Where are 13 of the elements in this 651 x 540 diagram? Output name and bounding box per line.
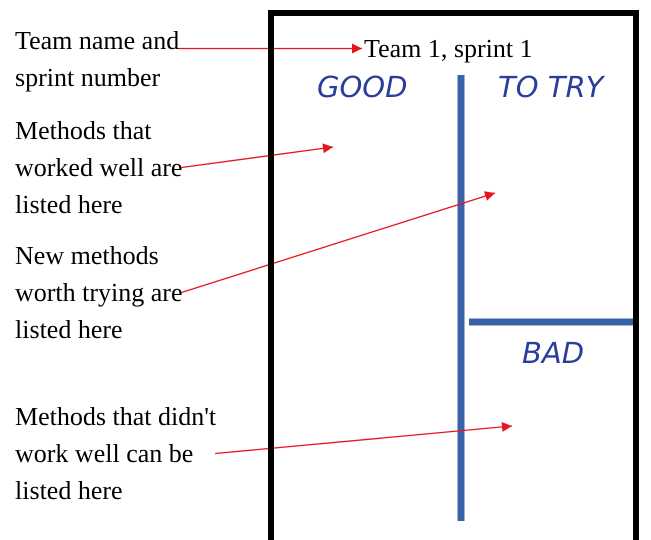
leader-arrow [181,191,496,294]
board-frame [268,10,639,540]
annotation-text: Team name and sprint number [15,22,190,96]
annotation-text: Methods that worked well are listed here [15,112,230,223]
column-heading: TO TRY [498,70,604,104]
column-heading: BAD [522,336,584,370]
leader-arrow [178,44,362,54]
leader-arrow [215,422,512,454]
annotation-text: New methods worth trying are listed here [15,237,215,348]
leader-arrow [181,143,334,168]
annotation-text: Methods that didn't work well can be listed here [15,398,230,509]
board-title: Team 1, sprint 1 [364,30,584,67]
column-heading: GOOD [317,70,408,104]
